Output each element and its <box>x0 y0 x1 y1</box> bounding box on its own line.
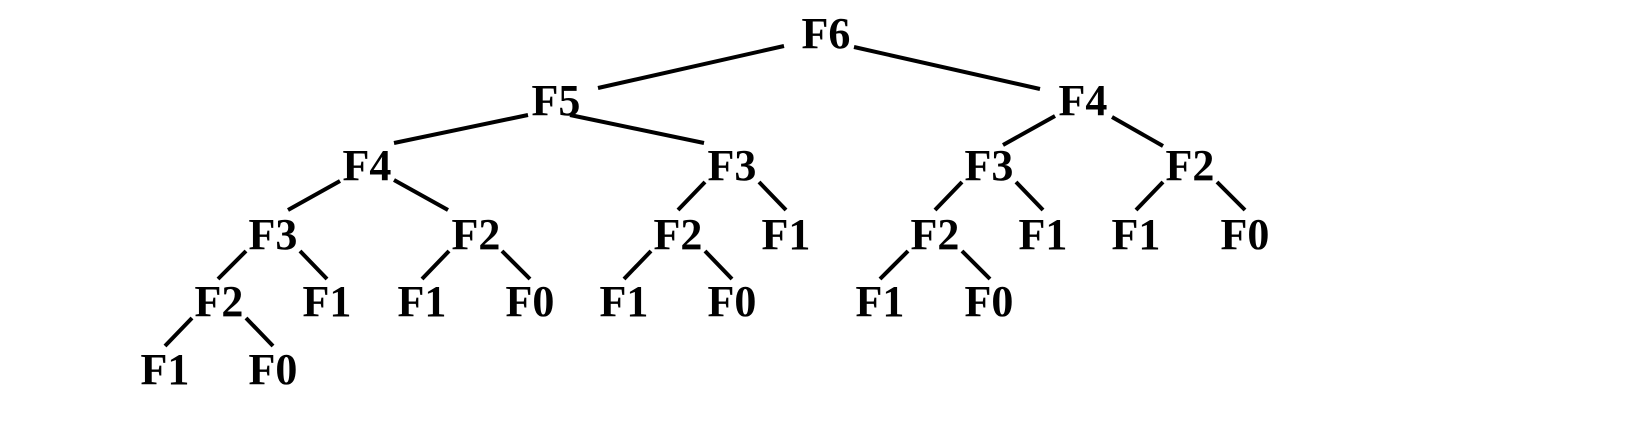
edge-n6-n12 <box>933 180 964 212</box>
edge-n10-n20 <box>622 249 653 281</box>
node-n12: F2 <box>911 210 960 259</box>
edge-n5-n11 <box>757 180 788 212</box>
node-n10: F2 <box>654 210 703 259</box>
edge-n7-n14 <box>1134 180 1165 212</box>
node-n18: F1 <box>398 277 447 326</box>
node-n6: F3 <box>965 141 1014 190</box>
edge-n6-n13 <box>1014 180 1045 212</box>
edge-n3-n7 <box>1111 115 1164 148</box>
edge-n16-n24 <box>163 316 194 348</box>
node-n3: F4 <box>1059 76 1108 125</box>
edge-n7-n15 <box>1215 180 1247 212</box>
edge-n9-n18 <box>420 249 451 281</box>
edge-n4-n9 <box>393 178 449 212</box>
node-n8: F3 <box>249 210 298 259</box>
node-n17: F1 <box>303 277 352 326</box>
edge-n1-n2 <box>597 44 785 90</box>
edge-n16-n25 <box>244 316 275 348</box>
node-n5: F3 <box>708 141 757 190</box>
node-n14: F1 <box>1112 210 1161 259</box>
node-n25: F0 <box>249 345 298 394</box>
node-n7: F2 <box>1166 141 1215 190</box>
edge-n9-n19 <box>500 249 532 281</box>
edge-n5-n10 <box>676 180 707 212</box>
tree-edges <box>163 44 1247 348</box>
node-n21: F0 <box>708 277 757 326</box>
edge-n10-n21 <box>703 249 734 281</box>
node-n1: F6 <box>802 9 851 58</box>
edge-n2-n4 <box>393 113 529 145</box>
node-n16: F2 <box>195 277 244 326</box>
edge-n8-n16 <box>216 249 248 281</box>
edge-n12-n22 <box>878 249 910 281</box>
node-n4: F4 <box>343 141 392 190</box>
node-n23: F0 <box>965 277 1014 326</box>
edge-n12-n23 <box>960 249 992 281</box>
node-n15: F0 <box>1221 210 1270 259</box>
edge-n2-n5 <box>569 113 705 145</box>
node-n20: F1 <box>600 277 649 326</box>
node-n11: F1 <box>762 210 811 259</box>
edge-n3-n6 <box>1002 114 1056 147</box>
edge-n1-n3 <box>853 45 1041 91</box>
edge-n4-n8 <box>287 179 341 212</box>
node-n24: F1 <box>141 345 190 394</box>
node-n9: F2 <box>452 210 501 259</box>
node-n2: F5 <box>532 76 581 125</box>
edge-n8-n17 <box>298 249 329 281</box>
node-n22: F1 <box>856 277 905 326</box>
tree-nodes: F6 F5 F4 F4 F3 F3 F2 F3 F2 F2 F1 F2 F1 F… <box>141 9 1270 394</box>
node-n13: F1 <box>1019 210 1068 259</box>
node-n19: F0 <box>506 277 555 326</box>
